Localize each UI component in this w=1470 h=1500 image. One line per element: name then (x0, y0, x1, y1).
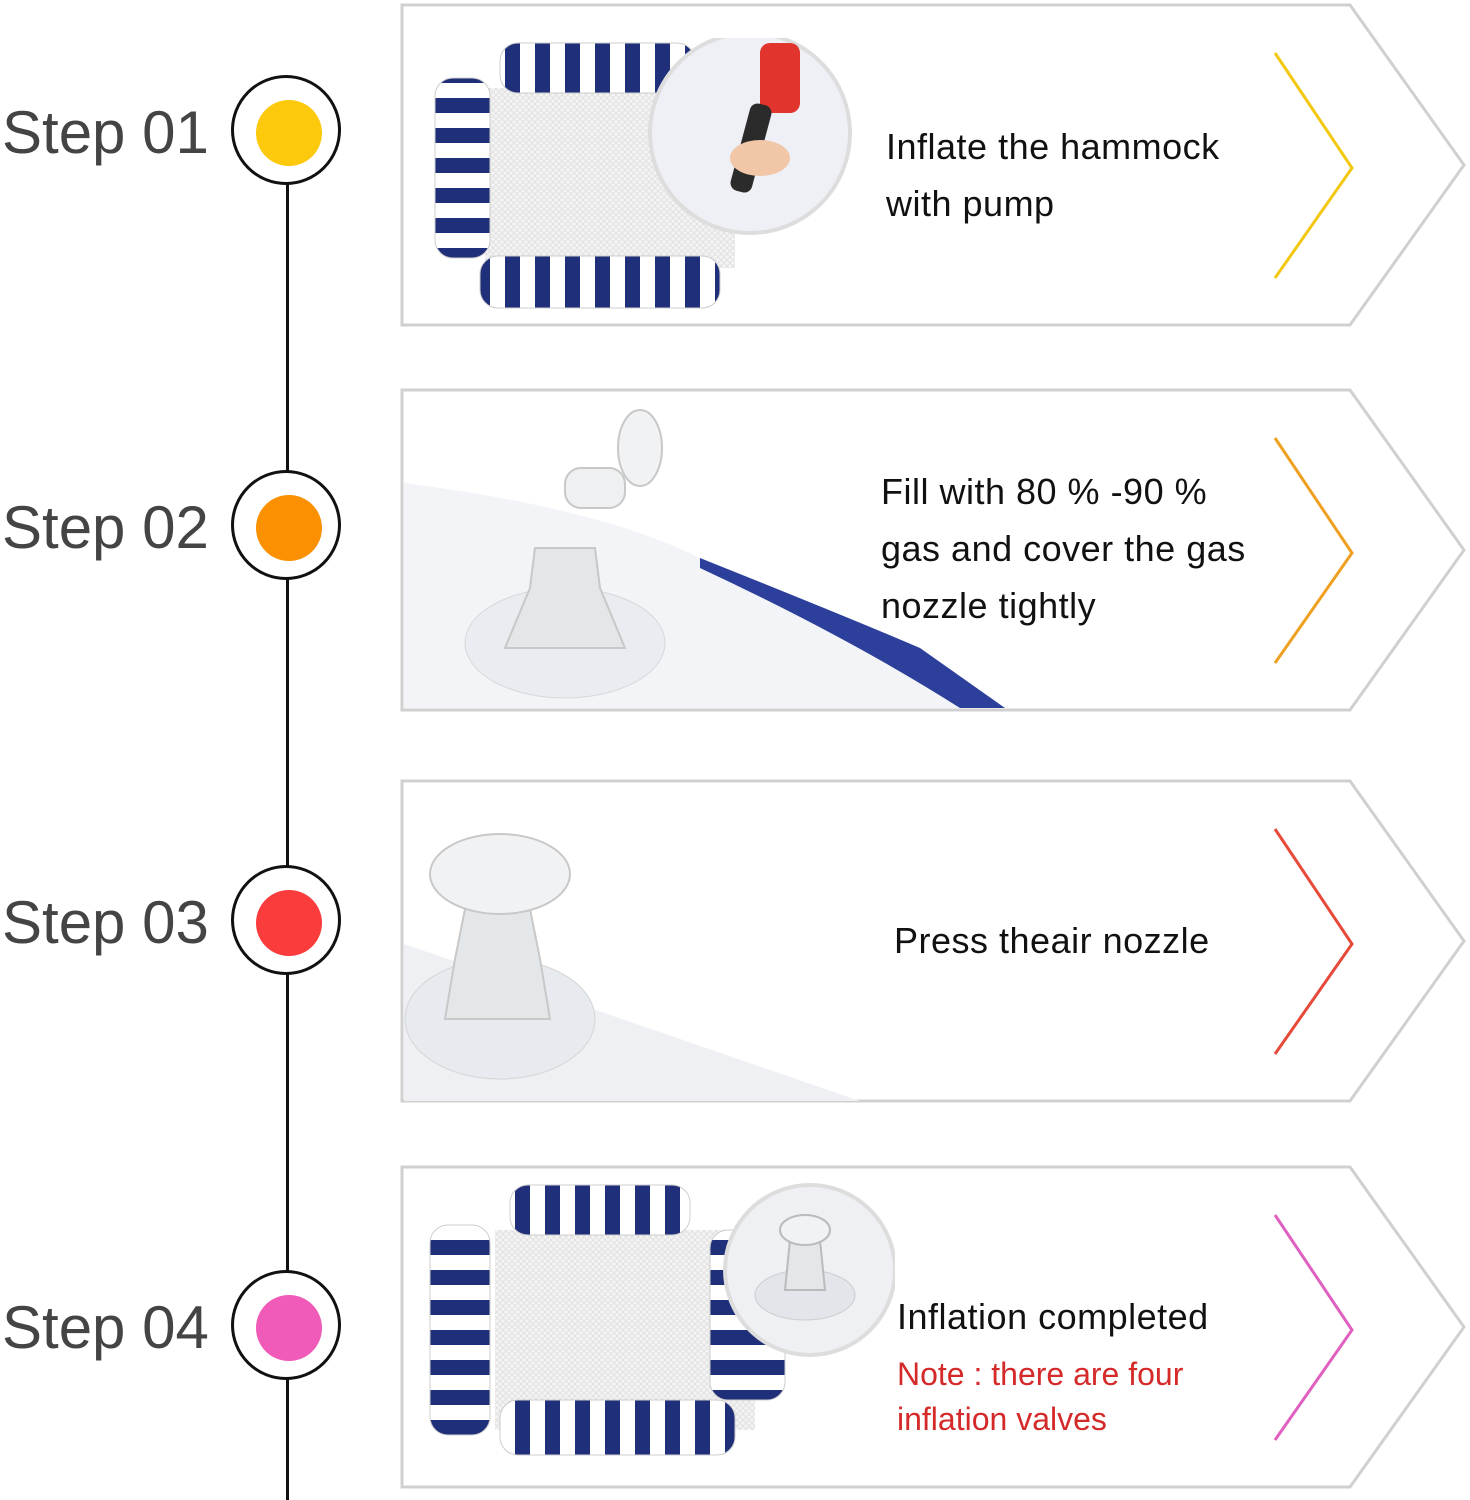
instruction-line: Inflation completed (897, 1296, 1209, 1337)
step-4-note: Note : there are four inflation valves (897, 1352, 1183, 1442)
step-1-instruction: Inflate the hammock with pump (886, 118, 1220, 232)
step-card-4: Inflation completed Note : there are fou… (400, 1165, 1470, 1490)
instruction-line: Inflate the hammock (886, 126, 1220, 167)
chevron-icon (1273, 828, 1354, 1055)
chevron-icon (1273, 52, 1354, 279)
step-card-2: Fill with 80 % -90 % gas and cover the g… (400, 388, 1470, 713)
step-marker-1: Step 01 (0, 72, 380, 192)
step-card-1: Inflate the hammock with pump (400, 3, 1470, 328)
hammock-valve-image (429, 1183, 895, 1456)
timeline-line (286, 130, 289, 1500)
step-label: Step 02 (2, 494, 209, 561)
instruction-line: Press theair nozzle (894, 920, 1210, 961)
step-marker-3: Step 03 (0, 862, 380, 982)
step-label: Step 04 (2, 1294, 209, 1361)
instruction-line: nozzle tightly (881, 585, 1097, 626)
step-4-instruction: Inflation completed (897, 1288, 1209, 1345)
step-label: Step 03 (2, 889, 209, 956)
step-dot (256, 890, 322, 956)
chevron-icon (1273, 437, 1354, 664)
step-dot (256, 1295, 322, 1361)
instruction-line: Fill with 80 % -90 % (881, 471, 1208, 512)
step-marker-4: Step 04 (0, 1267, 380, 1387)
step-dot-ring (231, 1270, 341, 1380)
step-card-3: Press theair nozzle (400, 779, 1470, 1104)
instruction-line: with pump (886, 183, 1055, 224)
step-label: Step 01 (2, 99, 209, 166)
card-arrow-shape (400, 388, 1466, 712)
hammock-pump-image (434, 38, 852, 309)
step-3-instruction: Press theair nozzle (894, 912, 1210, 969)
step-dot (256, 495, 322, 561)
note-line: inflation valves (897, 1401, 1107, 1437)
step-marker-2: Step 02 (0, 467, 380, 587)
instruction-line: gas and cover the gas (881, 528, 1246, 569)
card-arrow-shape (400, 779, 1466, 1103)
note-line: Note : there are four (897, 1356, 1184, 1392)
chevron-icon (1273, 1214, 1354, 1441)
step-2-instruction: Fill with 80 % -90 % gas and cover the g… (881, 463, 1246, 634)
step-dot-ring (231, 75, 341, 185)
step-dot-ring (231, 865, 341, 975)
step-dot (256, 100, 322, 166)
step-dot-ring (231, 470, 341, 580)
